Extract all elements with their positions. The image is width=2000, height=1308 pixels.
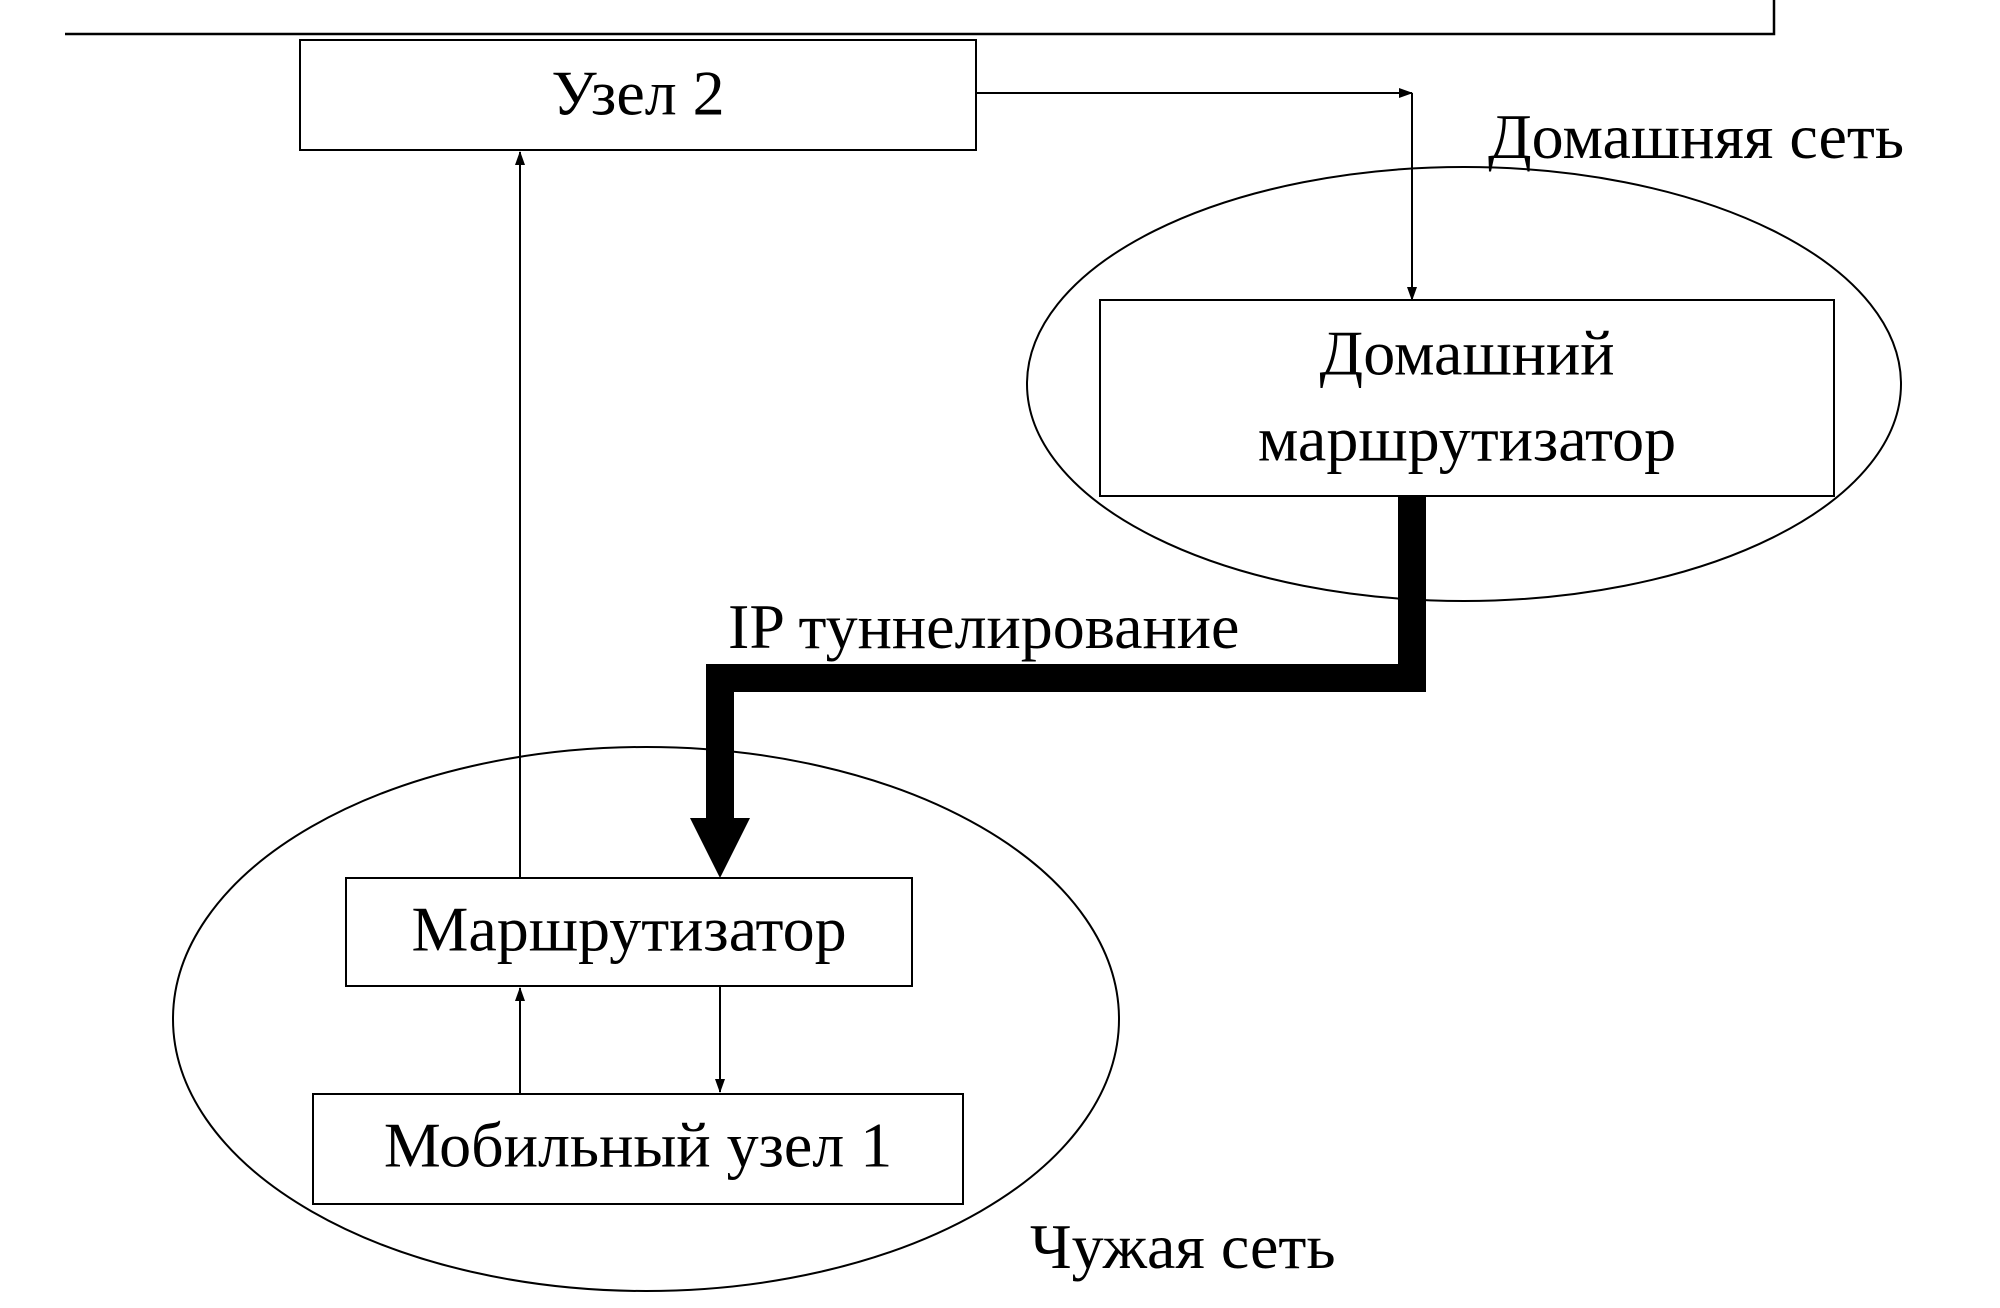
home-network-ellipse: [1026, 166, 1902, 602]
mobile-node-label: Мобильный узел 1: [384, 1110, 892, 1181]
router-label: Маршрутизатор: [411, 894, 846, 965]
home-network-label: Домашняя сеть: [1488, 101, 1904, 172]
home-router-label-line1: Домашний: [1320, 318, 1615, 389]
ip-tunnel-arrowhead: [690, 818, 750, 878]
node2-label: Узел 2: [551, 58, 724, 129]
ip-tunnel-line: [706, 496, 1426, 820]
foreign-network-ellipse: [172, 746, 1120, 1292]
foreign-network-label: Чужая сеть: [1030, 1211, 1336, 1282]
home-router-label-line2: маршрутизатор: [1258, 404, 1676, 475]
ip-tunneling-label: IP туннелирование: [728, 591, 1239, 662]
top-frame-line: [65, 0, 1776, 36]
home-router-box: [1099, 299, 1835, 497]
node2-box: [299, 39, 977, 151]
mobile-node-box: [312, 1093, 964, 1205]
router-box: [345, 877, 913, 987]
